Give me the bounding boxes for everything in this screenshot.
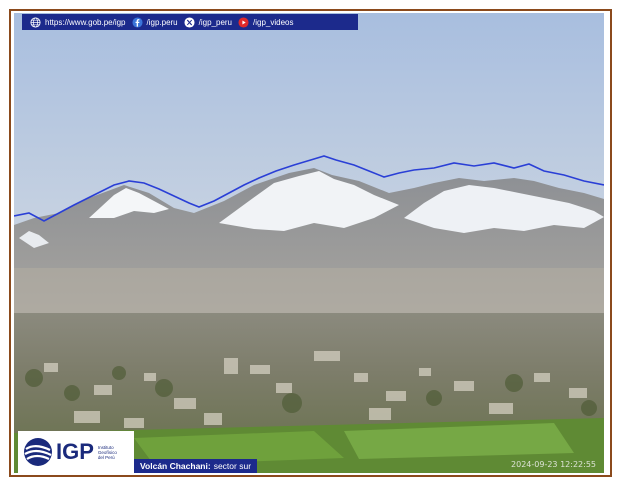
facebook-icon [131,16,143,28]
x-icon [184,16,195,28]
timestamp: 2024-09-23 12:22:55 [511,460,596,469]
webcam-image: https://www.gob.pe/igp /igp.peru /igp_pe… [14,13,604,473]
ridge-outline [14,155,604,222]
snow-left [89,188,169,218]
igp-logo: IGP Instituto Geofísico del Perú [18,431,134,473]
x-link[interactable]: /igp_peru [184,16,232,28]
facebook-link-text: /igp.peru [146,17,178,27]
logo-subtitle: Instituto Geofísico del Perú [98,445,117,460]
volcano-scene [14,13,604,473]
buildings [44,351,587,428]
logo-subtitle-line2: Geofísico [97,449,117,455]
website-link-text: https://www.gob.pe/igp [45,17,126,27]
logo-subtitle-line3: del Perú [97,454,115,460]
youtube-link[interactable]: /igp_videos [238,16,294,28]
city [14,313,604,433]
logo-name: IGP [56,439,94,464]
caption-subtitle: sector sur [213,461,252,471]
website-link[interactable]: https://www.gob.pe/igp [30,16,126,28]
field-patch-2 [344,423,574,459]
field-patch [134,431,344,465]
youtube-icon [238,16,249,28]
x-link-text: /igp_peru [198,17,232,27]
igp-logo-icon [24,438,52,466]
logo-subtitle-line1: Instituto [97,444,114,450]
trees [25,366,597,416]
snow-center [219,171,399,231]
facebook-link[interactable]: /igp.peru [131,16,178,28]
caption-title: Volcán Chachani: [140,461,211,471]
social-links-bar: https://www.gob.pe/igp /igp.peru /igp_pe… [22,14,358,30]
youtube-link-text: /igp_videos [253,17,294,27]
snow-far-left [19,231,49,248]
camera-caption: Volcán Chachani: sector sur [134,459,258,473]
snow-right [404,185,604,233]
globe-icon [30,16,41,28]
